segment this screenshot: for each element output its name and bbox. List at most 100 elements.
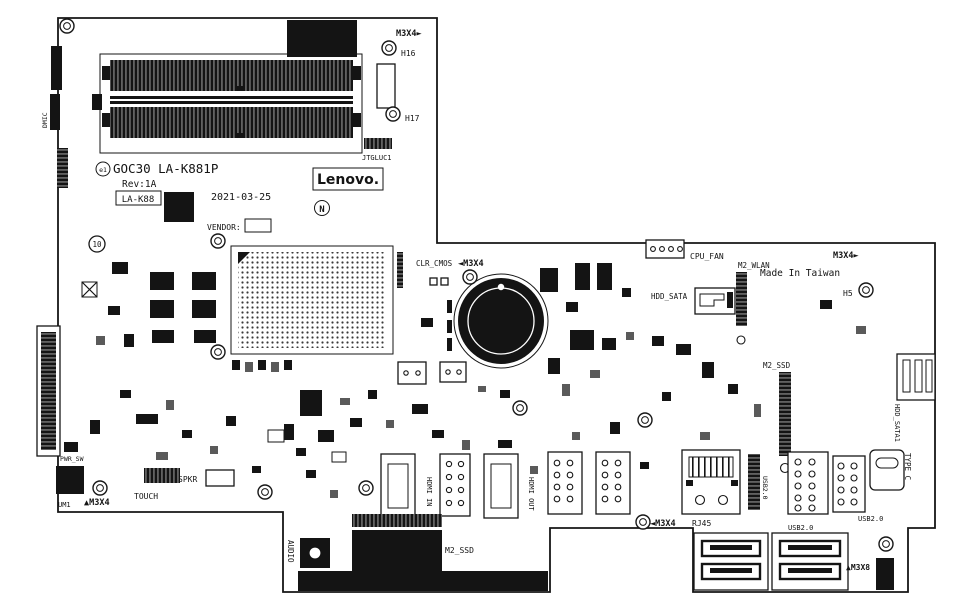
hdmi-out-port — [483, 453, 519, 519]
lvds-connector — [41, 332, 56, 450]
edp-connector — [57, 148, 68, 188]
rj45-label: RJ45 — [692, 519, 711, 528]
fan-pin — [659, 246, 665, 252]
bottom-edge-connector — [298, 571, 548, 591]
mounting-hole — [210, 344, 226, 360]
audio-label: AUDIO — [286, 540, 295, 563]
hdd-sata-connector — [694, 287, 736, 315]
n-cert-mark: N — [314, 200, 330, 216]
m2-ssd-right-label: M2_SSD — [763, 361, 791, 370]
dimm-slot-1 — [110, 60, 353, 91]
battery-cell — [458, 278, 544, 364]
screw-label-right: M3X4► — [833, 251, 859, 261]
jtgluc1-connector — [364, 138, 392, 149]
vendor-field: VENDOR: — [207, 218, 272, 233]
vendor-label: VENDOR: — [207, 223, 241, 232]
dimm-divider — [110, 96, 353, 99]
usb-stack-port — [771, 532, 849, 591]
board-rev: Rev:1A — [122, 179, 157, 190]
dimm-clip — [353, 66, 361, 80]
usb-header — [787, 451, 829, 515]
rj45-pins — [688, 456, 734, 478]
camera-connector — [51, 46, 62, 90]
hdd-sata-label: HDD_SATA — [651, 292, 688, 301]
mounting-hole — [878, 536, 894, 552]
silkscreen-text: e1 GOC30 LA-K881P Rev:1A LA-K88 2021-03-… — [41, 29, 912, 572]
right-connectors — [645, 239, 936, 491]
rtc-battery — [429, 273, 549, 369]
model-badge: LA-K88 — [115, 190, 162, 206]
mounting-hole — [59, 18, 75, 34]
heatsink-block — [287, 20, 357, 57]
cpu-bga — [230, 245, 403, 355]
cpu-side-pads — [397, 252, 403, 288]
mounting-hole — [385, 106, 401, 122]
rj45-port — [681, 449, 741, 515]
m2-ssd-bottom-label: M2_SSD — [445, 546, 474, 555]
hdmi-in-label: HDMI IN — [425, 477, 433, 507]
screw-label-bottom-right: ▲M3X8 — [846, 563, 870, 572]
m2-ssd-slot-right — [779, 372, 791, 456]
screw-label-bottom-center: ◄M3X4 — [650, 519, 676, 529]
mounting-hole — [462, 269, 478, 285]
usb-header-thin — [748, 454, 760, 510]
mounting-hole — [512, 400, 528, 416]
sata-power-connector — [896, 353, 936, 401]
screw-label-cmos: ◄M3X4 — [458, 259, 484, 269]
clr-cmos-label: CLR_CMOS — [416, 259, 453, 268]
spkr-connector — [205, 469, 235, 487]
dmic-label: DMIC — [41, 112, 49, 128]
usb2-label-left: USB2.0 — [788, 524, 813, 532]
mounting-hole — [637, 412, 653, 428]
m2-wlan-label: M2_WLAN — [738, 261, 770, 270]
dimm-key — [236, 133, 243, 138]
usb-stack-port — [693, 532, 769, 591]
vendor-box — [244, 218, 272, 233]
pwr-sw-component — [64, 442, 78, 452]
cpu-pin1-mark — [238, 252, 250, 264]
dimm-clip — [102, 66, 110, 80]
mounting-hole — [210, 233, 226, 249]
made-in-label: Made In Taiwan — [760, 268, 840, 279]
dimm-divider — [110, 101, 353, 104]
m2-ssd-bottom — [352, 514, 442, 572]
um1-connector — [56, 466, 84, 494]
n-cert-label: N — [319, 205, 324, 215]
board-date: 2021-03-25 — [211, 192, 271, 203]
hdd-sata1-label: HDD_SATA1 — [893, 404, 901, 442]
mounting-hole — [635, 514, 651, 530]
hole-label-h16: H16 — [401, 49, 416, 58]
smd-dark-parts — [90, 262, 832, 478]
e-mark-label: e1 — [99, 166, 107, 174]
jtgluc1-label: JTGLUC1 — [362, 154, 392, 162]
mounting-hole — [257, 484, 273, 500]
brand-logo: Lenovo. — [312, 167, 384, 191]
m2-wlan-slot — [736, 272, 747, 326]
numbered-hole: 10 — [88, 235, 106, 253]
pin-header — [439, 453, 471, 517]
brand-label: Lenovo. — [317, 172, 379, 188]
header-h16 — [376, 63, 396, 109]
spkr-label: SPKR — [178, 475, 197, 484]
mounting-hole — [358, 480, 374, 496]
dmic-connector — [50, 94, 60, 130]
board-name: GOC30 LA-K881P — [113, 161, 218, 176]
cpu-fan-connector — [645, 239, 685, 259]
crystal-oscillator — [397, 361, 427, 385]
mounting-holes: 10 — [59, 18, 894, 552]
memory-slots — [92, 20, 363, 154]
dimm-clip — [102, 113, 110, 127]
cpu-fan-label: CPU_FAN — [690, 252, 724, 261]
pwr-sw-label: PWR_SW — [60, 455, 84, 463]
hole-label-h17: H17 — [405, 114, 420, 123]
cmos-jumper-pad — [429, 277, 438, 286]
cpu-ball-grid — [238, 252, 386, 348]
dimm-key — [236, 86, 243, 91]
model-label: LA-K88 — [122, 195, 155, 205]
touch-label: TOUCH — [134, 492, 158, 501]
usb-header — [832, 455, 866, 513]
no-stuff-mark — [81, 281, 98, 298]
screw-label-bottom-left: ▲M3X4 — [84, 498, 110, 508]
